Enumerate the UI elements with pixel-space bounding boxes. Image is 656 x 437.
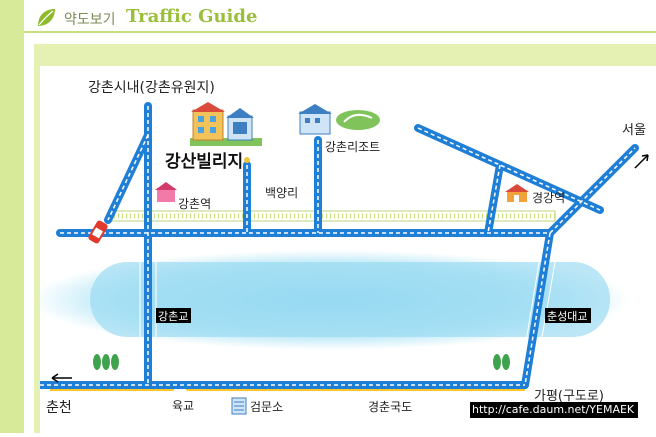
label-chunseong-bridge: 춘성대교 — [547, 310, 587, 323]
building-icon — [190, 102, 262, 146]
map-canvas: 강촌시내(강촌유원지) 강산빌리지 강촌리조트 서울 강촌역 백양리 경강역 강… — [30, 66, 656, 433]
label-checkpoint: 검문소 — [250, 400, 283, 414]
tree-icon — [93, 354, 510, 370]
header-divider — [24, 31, 656, 33]
page-header: 약도보기 Traffic Guide — [24, 0, 656, 36]
car-icon — [88, 220, 108, 244]
arrow-icon — [634, 154, 649, 169]
label-baekyang-ri: 백양리 — [265, 186, 298, 200]
building-icon — [298, 104, 380, 135]
watermark: http://cafe.daum.net/YEMAEK — [470, 402, 638, 418]
label-gangchon-station: 강촌역 — [178, 197, 211, 211]
leaf-icon — [38, 9, 55, 26]
label-gangchon-resort: 강촌리조트 — [325, 140, 380, 154]
river-band — [90, 262, 610, 337]
label-gapyeong: 가평(구도로) — [534, 389, 604, 404]
checkpoint-icon — [231, 397, 247, 415]
route-map: 강촌시내(강촌유원지) 강산빌리지 강촌리조트 서울 강촌역 백양리 경강역 강… — [30, 80, 649, 416]
label-gangsan-village: 강산빌리지 — [165, 152, 243, 172]
label-gangchon-bridge: 강촌교 — [158, 310, 188, 323]
left-sidebar — [0, 0, 24, 433]
village-marker — [244, 157, 250, 163]
label-chuncheon: 춘천 — [46, 400, 72, 416]
page-title-english: Traffic Guide — [126, 6, 258, 27]
page-title-korean: 약도보기 — [64, 12, 116, 28]
station-icon — [505, 184, 529, 202]
station-icon — [155, 182, 177, 202]
arrow-icon — [51, 373, 72, 383]
label-yukgyo: 육교 — [172, 399, 194, 413]
label-gyeongchun-road: 경춘국도 — [368, 400, 412, 414]
label-gangchon-city: 강촌시내(강촌유원지) — [88, 80, 215, 96]
road-center-lines — [40, 106, 636, 386]
label-seoul: 서울 — [622, 123, 646, 138]
label-gyeonggang-station: 경강역 — [532, 191, 565, 205]
